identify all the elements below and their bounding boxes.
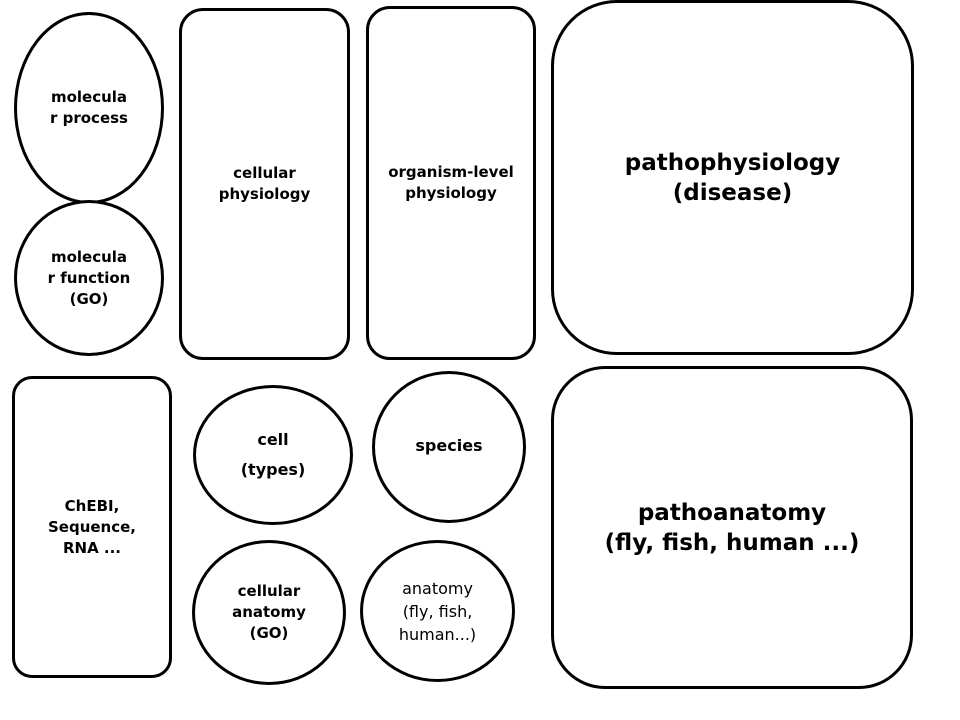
cellular-physiology-node: cellular physiology [179, 8, 350, 360]
organism-level-physiology-node: organism-level physiology [366, 6, 536, 360]
node-label-line: (fly, fish, [402, 601, 473, 621]
node-label-line: cell [257, 430, 289, 449]
node-label-line: RNA ... [62, 538, 121, 557]
cell-types-text: cell (types) [241, 425, 306, 485]
node-label-line: (types) [240, 460, 306, 479]
organism-level-physiology-text: organism-level physiology [388, 162, 514, 204]
pathophysiology-text: pathophysiology (disease) [625, 148, 841, 208]
pathoanatomy-node: pathoanatomy (fly, fish, human ...) [551, 366, 913, 689]
node-label-line: anatomy [402, 578, 473, 598]
anatomy-text: anatomy (fly, fish, human...) [399, 577, 476, 646]
node-label-line: molecula [50, 247, 128, 266]
node-label-line: (GO) [69, 289, 109, 308]
species-node: species [372, 371, 526, 523]
node-label-line: physiology [405, 184, 497, 202]
node-label-line: ChEBI, [64, 496, 120, 515]
node-label-line: anatomy [232, 603, 306, 621]
species-text: species [415, 434, 482, 457]
node-label-line: cellular [233, 164, 296, 182]
node-label-line: (disease) [672, 179, 793, 206]
node-label-line: cellular [237, 582, 301, 600]
node-label-line: (fly, fish, human ...) [604, 529, 860, 556]
node-label-line: r function [47, 268, 131, 287]
cellular-anatomy-node: cellular anatomy (GO) [192, 540, 346, 685]
node-label-line: organism-level [388, 163, 514, 181]
node-label-line: (GO) [249, 624, 289, 642]
anatomy-node: anatomy (fly, fish, human...) [360, 540, 515, 682]
node-label-line: physiology [218, 185, 311, 203]
chebi-sequence-rna-text: ChEBI, Sequence, RNA ... [48, 496, 136, 559]
chebi-sequence-rna-node: ChEBI, Sequence, RNA ... [12, 376, 172, 678]
node-label-line: species [415, 435, 483, 455]
node-label-line: pathoanatomy [637, 499, 827, 526]
molecular-process-text: molecula r process [50, 87, 128, 129]
pathoanatomy-text: pathoanatomy (fly, fish, human ...) [605, 498, 860, 558]
cellular-physiology-text: cellular physiology [219, 163, 311, 205]
node-label-line: molecula [50, 88, 128, 106]
node-label-line: human...) [398, 624, 477, 644]
molecular-process-node: molecula r process [14, 12, 164, 204]
node-label-line: r process [50, 109, 128, 127]
pathophysiology-node: pathophysiology (disease) [551, 0, 914, 355]
molecular-function-node: molecula r function (GO) [14, 200, 164, 356]
node-label-line: pathophysiology [624, 149, 841, 176]
cell-types-node: cell (types) [193, 385, 353, 525]
node-label-line: Sequence, [47, 517, 136, 536]
molecular-function-text: molecula r function (GO) [48, 247, 131, 310]
cellular-anatomy-text: cellular anatomy (GO) [232, 581, 306, 644]
